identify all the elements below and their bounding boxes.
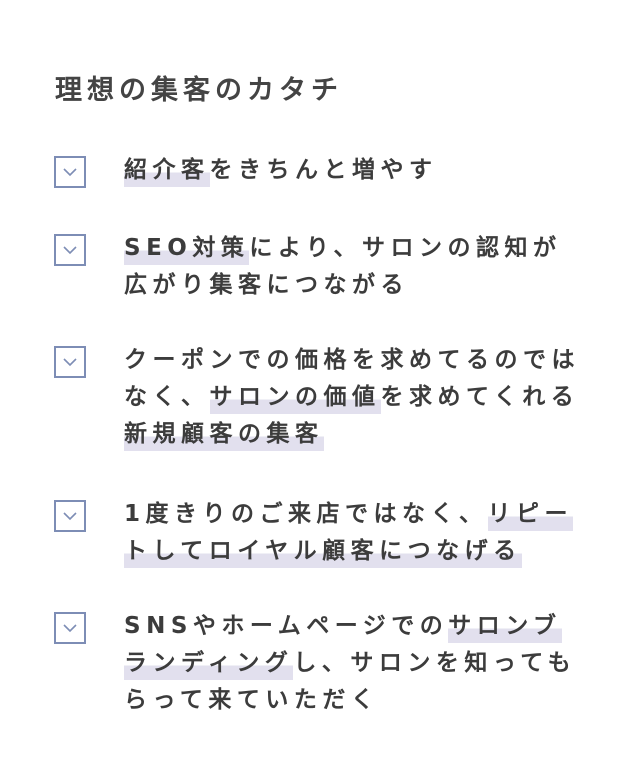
text-segment: により、サロンの認知が広がり集客につながる xyxy=(124,235,562,298)
text-segment: 1度きりのご来店ではなく、 xyxy=(124,501,488,527)
checkbox-icon xyxy=(54,156,86,188)
checklist-item-text: クーポンでの価格を求めてるのではなく、サロンの価値を求めてくれる新規顧客の集客 xyxy=(124,342,584,453)
checklist-item-text: 1度きりのご来店ではなく、リピートしてロイヤル顧客につなげる xyxy=(124,496,584,570)
checkbox-icon xyxy=(54,612,86,644)
checkbox-icon xyxy=(54,500,86,532)
text-segment: し、サロンを知ってもらって来ていただく xyxy=(124,650,577,713)
highlighted-text: サロンの価値 xyxy=(209,384,381,414)
page-title: 理想の集客のカタチ xyxy=(55,75,343,106)
checkbox-icon xyxy=(54,346,86,378)
check-icon xyxy=(63,624,77,633)
highlighted-text: SEO対策 xyxy=(124,235,250,265)
checkbox-icon xyxy=(54,234,86,266)
checklist-item-text: SNSやホームページでのサロンブランディングし、サロンを知ってもらって来ていただ… xyxy=(124,608,584,719)
check-icon xyxy=(63,246,77,255)
highlighted-text: 紹介客 xyxy=(124,157,210,187)
text-segment: クーポンでの価格を求めてるのではなく、 xyxy=(124,347,580,410)
text-segment: を求めてくれる xyxy=(380,384,580,410)
checklist-item-text: 紹介客をきちんと増やす xyxy=(124,152,584,189)
check-icon xyxy=(63,358,77,367)
text-segment: をきちんと増やす xyxy=(209,157,438,183)
checklist-item-text: SEO対策により、サロンの認知が広がり集客につながる xyxy=(124,230,584,304)
check-icon xyxy=(63,168,77,177)
text-segment: SNSやホームページでの xyxy=(124,613,449,639)
highlighted-text: 新規顧客の集客 xyxy=(124,421,324,451)
check-icon xyxy=(63,512,77,521)
